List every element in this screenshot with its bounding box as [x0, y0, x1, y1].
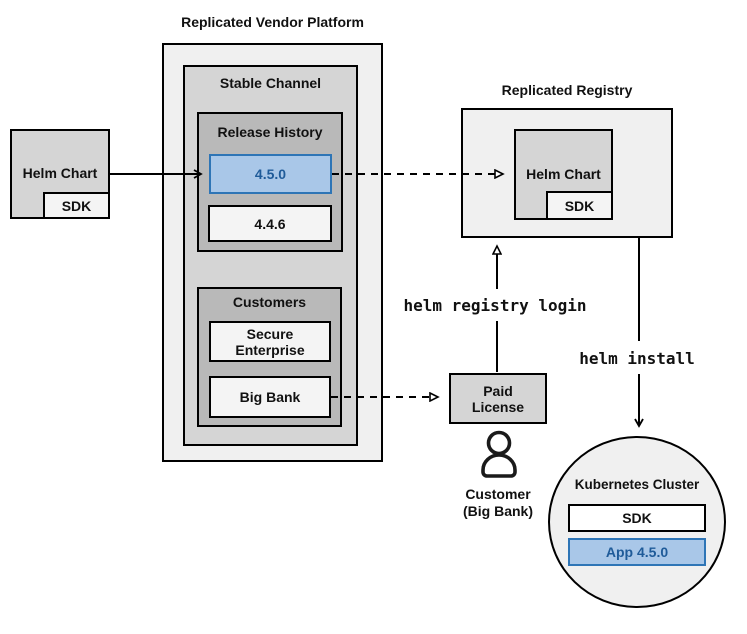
command-helm-registry-login: helm registry login	[403, 296, 587, 315]
paid-license-label: Paid License	[471, 382, 525, 415]
platform-title: Replicated Vendor Platform	[181, 14, 364, 30]
release-version: 4.5.0	[254, 166, 287, 182]
cluster-sdk-label: SDK	[622, 510, 652, 526]
customer-caption-name: Customer	[465, 486, 531, 502]
cluster-sdk-box: SDK	[568, 504, 706, 532]
customer-item-secure-enterprise: Secure Enterprise	[209, 321, 331, 362]
customer-person-icon	[481, 430, 517, 478]
stable-channel-label: Stable Channel	[219, 75, 322, 91]
customer-caption-detail: (Big Bank)	[463, 503, 533, 519]
paid-license-box: Paid License	[449, 373, 547, 424]
customer-name: Big Bank	[239, 389, 301, 405]
customers-label: Customers	[232, 294, 307, 310]
release-item-450: 4.5.0	[209, 154, 332, 194]
command-helm-install: helm install	[579, 349, 695, 368]
kubernetes-cluster-title: Kubernetes Cluster	[574, 477, 700, 492]
release-item-446: 4.4.6	[208, 205, 332, 242]
registry-sdk-box: SDK	[546, 191, 613, 220]
registry-sdk-label: SDK	[564, 197, 595, 214]
customer-item-big-bank: Big Bank	[209, 376, 331, 418]
cluster-app-label: App 4.5.0	[605, 544, 669, 560]
registry-title: Replicated Registry	[501, 82, 633, 98]
vendor-sdk-label: SDK	[61, 197, 92, 214]
registry-helm-chart-label: Helm Chart	[526, 165, 601, 182]
release-version: 4.4.6	[254, 215, 286, 232]
customer-name: Secure Enterprise	[235, 325, 305, 358]
vendor-helm-chart-label: Helm Chart	[22, 165, 98, 181]
cluster-app-box: App 4.5.0	[568, 538, 706, 566]
release-history-label: Release History	[217, 124, 323, 140]
vendor-sdk-box: SDK	[43, 192, 110, 219]
